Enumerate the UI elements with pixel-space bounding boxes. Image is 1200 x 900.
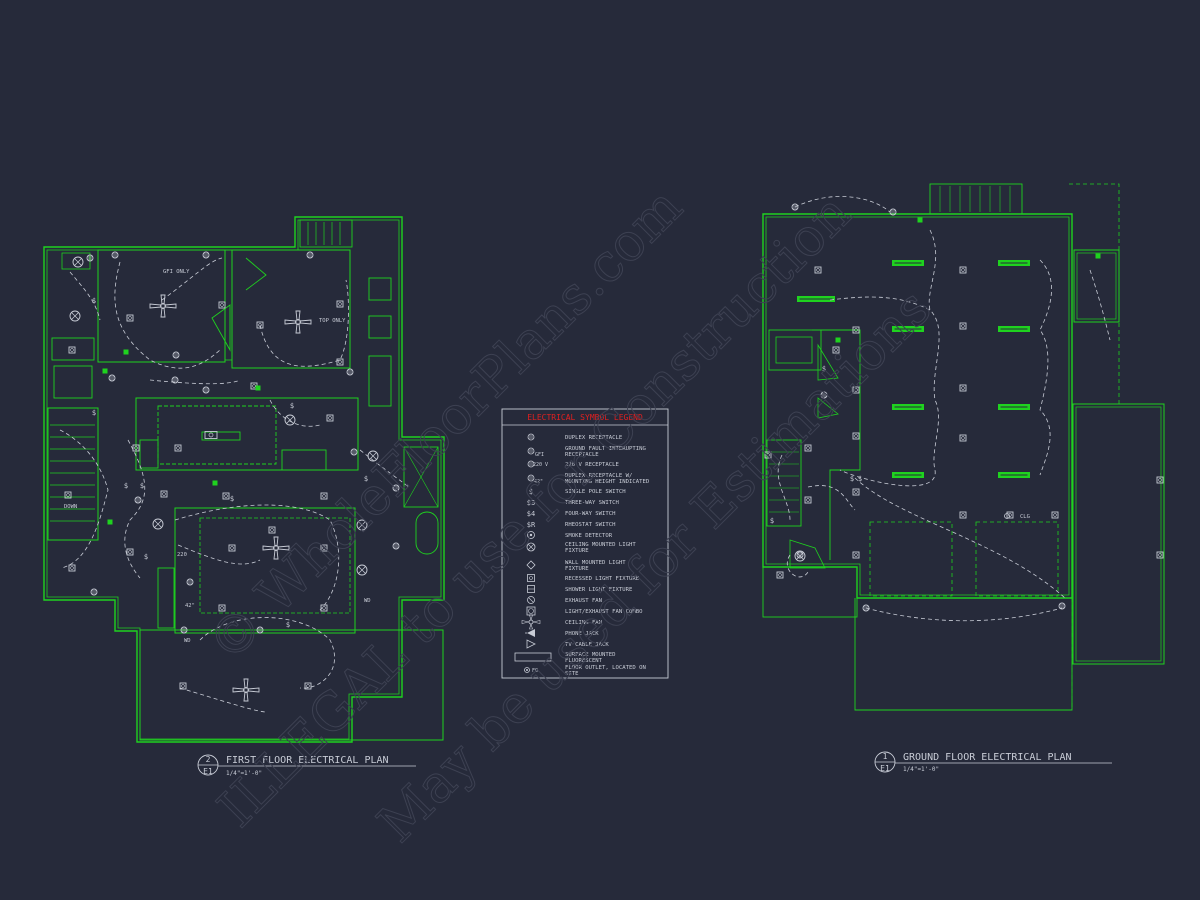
svg-text:$3: $3 (527, 499, 535, 507)
first-floor-title-block: 2 E1 FIRST FLOOR ELECTRICAL PLAN 1/4"=1'… (197, 754, 416, 777)
legend-row: $R RHEOSTAT SWITCH (527, 521, 616, 529)
ground-floor-circuits (777, 196, 1111, 622)
legend-label: PHONE JACK (565, 631, 599, 637)
note-down: DOWN (64, 504, 77, 510)
legend-symbol-icon: $3 (527, 499, 535, 507)
note-220: 220 (177, 552, 187, 558)
legend-label: LIGHT/EXHAUST FAN COMBO (565, 609, 643, 615)
legend-symbol-icon: $4 (527, 510, 535, 518)
legend-row: RECESSED LIGHT FIXTURE (527, 574, 640, 582)
legend-title: ELECTRICAL SYMBOL LEGEND (527, 413, 643, 422)
watermark-line-2: ILLEGAL to use for Construction (207, 183, 863, 839)
legend-rows: DUPLEX RECEPTACLE GFI GROUND FAULT INTERUP… (514, 433, 650, 677)
legend-symbol-icon: FO (524, 667, 538, 674)
note-top-only: TOP ONLY (319, 318, 346, 324)
first-floor-detail-number: 2 (206, 755, 211, 764)
legend-symbol-icon (526, 542, 536, 552)
ground-floor-title: GROUND FLOOR ELECTRICAL PLAN (903, 752, 1072, 763)
legend-symbol-icon (526, 606, 536, 616)
legend-fo-label: FO (532, 668, 538, 674)
electrical-symbol-legend: ELECTRICAL SYMBOL LEGEND DUPLEX RECEPTAC… (501, 408, 669, 679)
first-floor-scale: 1/4"=1'-0" (226, 770, 262, 777)
watermark: © WholeFloorPlans.com ILLEGAL to use for… (196, 176, 943, 854)
ground-floor-sheet-number: E1 (880, 764, 890, 773)
legend-symbol-icon: 42" (527, 474, 543, 485)
note-42: 42" (185, 603, 195, 609)
legend-symbol-icon (527, 574, 535, 582)
note-clg: CLG (1020, 514, 1030, 520)
legend-symbol-icon (525, 629, 535, 637)
legend-42-label: 42" (534, 479, 543, 485)
legend-symbol-icon (526, 639, 536, 649)
ground-floor-scale: 1/4"=1'-0" (903, 766, 939, 773)
legend-label: THREE-WAY SWITCH (565, 500, 619, 506)
legend-symbol-icon: $R (527, 521, 536, 529)
legend-symbol-icon (521, 614, 541, 630)
legend-label: TV CABLE JACK (565, 642, 609, 648)
legend-symbol-icon (514, 652, 552, 662)
legend-220v-label: 220 V (533, 462, 548, 468)
legend-label: 220 V RECEPTACLE (565, 462, 620, 468)
legend-symbol-icon: GFI (527, 447, 544, 458)
legend-symbol-icon: 220 V (527, 460, 548, 468)
legend-row: PHONE JACK (525, 629, 599, 637)
legend-row: SHOWER LIGHT FIXTURE (527, 585, 633, 593)
legend-symbol-icon (526, 560, 536, 570)
ground-floor-detail-number: 1 (883, 752, 888, 761)
ground-floor-devices (764, 203, 1164, 612)
ground-floor-title-block: 1 E1 GROUND FLOOR ELECTRICAL PLAN 1/4"=1… (874, 751, 1112, 773)
legend-label: RHEOSTAT SWITCH (565, 522, 616, 528)
legend-row: $4 FOUR-WAY SWITCH (527, 510, 616, 518)
first-floor-plan: GFI ONLY TOP ONLY DOWN 220 42" WD WD 2 E… (43, 216, 445, 777)
legend-label: FOUR-WAY SWITCH (565, 511, 616, 517)
legend-row: 220 V 220 V RECEPTACLE (527, 460, 620, 468)
legend-row: EXHAUST FAN (527, 596, 602, 604)
legend-symbol-icon (527, 596, 535, 604)
legend-row: $3 THREE-WAY SWITCH (527, 499, 619, 507)
legend-row: $ SINGLE POLE SWITCH (529, 488, 626, 496)
legend-symbol-icon: $ (529, 488, 533, 496)
ground-floor-plan: CLG 1 E1 GROUND FLOOR ELECTRICAL PLAN 1/… (762, 183, 1165, 773)
note-wd-2: WD (364, 598, 371, 604)
ground-floor-walls (762, 183, 1165, 711)
legend-row: 42" DUPLEX RECEPTACLE W/MOUNTING HEIGHT I… (527, 473, 650, 485)
legend-row: SMOKE DETECTOR (527, 531, 613, 539)
svg-text:$4: $4 (527, 510, 535, 518)
legend-row: DUPLEX RECEPTACLE (527, 433, 623, 441)
legend-row: TV CABLE JACK (526, 639, 609, 649)
legend-label: SMOKE DETECTOR (565, 533, 613, 539)
svg-text:$: $ (529, 488, 533, 496)
legend-label: CEILING FAN (565, 620, 602, 626)
note-wd: WD (184, 638, 191, 644)
first-floor-title: FIRST FLOOR ELECTRICAL PLAN (226, 755, 389, 766)
legend-label: EXHAUST FAN (565, 598, 602, 604)
legend-label: SINGLE POLE SWITCH (565, 489, 626, 495)
note-gfi-only: GFI ONLY (163, 269, 190, 275)
first-floor-sheet-number: E1 (203, 767, 213, 776)
legend-row: CEILING FAN (521, 614, 602, 630)
legend-symbol-icon (527, 531, 535, 539)
legend-symbol-icon (527, 585, 535, 593)
legend-label: RECESSED LIGHT FIXTURE (565, 576, 640, 582)
legend-label: SHOWER LIGHT FIXTURE (565, 587, 633, 593)
legend-label: DUPLEX RECEPTACLE W/MOUNTING HEIGHT INDI… (565, 473, 650, 485)
legend-symbol-icon (527, 433, 535, 441)
legend-label: DUPLEX RECEPTACLE (565, 435, 623, 441)
legend-gfi-label: GFI (535, 452, 544, 458)
svg-text:$R: $R (527, 521, 536, 529)
